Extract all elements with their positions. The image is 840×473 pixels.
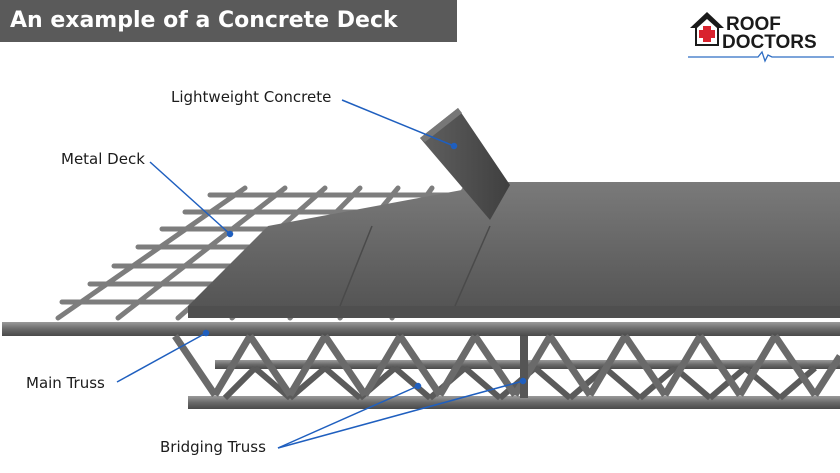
leader-line-bridging-truss-a [277,385,419,449]
concrete-slab [188,182,840,318]
leader-dot [519,377,527,385]
leader-dot [202,329,210,337]
leader-lines [116,99,527,449]
concrete-slab-joint [454,225,491,307]
logo-line2: DOCTORS [722,32,817,53]
leader-line-bridging-truss-b [277,380,524,449]
deck-bar [55,185,248,321]
label-metal-deck: Metal Deck [61,150,145,168]
leader-line-main-truss [116,332,207,383]
leader-dot [414,382,422,390]
leader-dot [226,230,234,238]
bridging-truss-bottom-chord [188,396,840,409]
logo-line1: ROOF [726,14,781,35]
concrete-slab-top [188,182,840,306]
lightweight-concrete-panel-edge [420,108,462,142]
concrete-slab-joint [339,225,373,307]
label-main-truss: Main Truss [26,374,105,392]
leader-line-metal-deck [149,161,231,235]
page-title: An example of a Concrete Deck [0,0,457,42]
heartbeat-line [688,50,834,63]
main-truss-vertical-post [520,336,528,398]
bridging-truss-web [222,365,817,401]
leader-dot [450,142,458,150]
main-truss [2,322,840,398]
roof-doctors-logo: ROOF DOCTORS [688,12,834,63]
deck-bar [115,185,288,321]
leader-line-lightweight-concrete [341,99,455,147]
label-bridging-truss: Bridging Truss [160,438,266,456]
main-truss-web [172,334,840,397]
label-lightweight-concrete: Lightweight Concrete [171,88,332,106]
house-cross-icon [690,12,724,46]
concrete-slab-edge [188,306,840,318]
main-truss-top-chord [2,322,840,336]
lightweight-concrete-panel [420,108,510,220]
